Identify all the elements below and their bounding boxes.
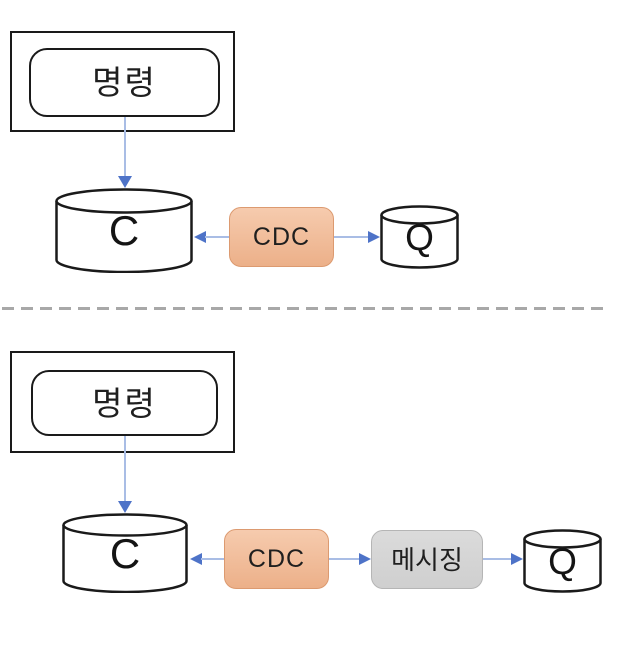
database-c-cylinder-bottom [62,513,188,593]
command-label-top: 명령 [92,64,157,101]
database-q-cylinder-top [380,205,459,269]
database-q-label-top: Q [405,216,434,258]
messaging-label-bottom: 메시징 [391,544,463,575]
arrowhead-left-icon [190,553,202,565]
command-label-bottom: 명령 [92,384,157,422]
arrowhead-right-icon [368,231,380,243]
database-c-label-bottom: C [109,530,141,577]
arrowhead-right-icon [511,553,523,565]
cdc-label-bottom: CDC [247,544,306,573]
arrow-line [205,235,229,239]
arrow-line [123,436,127,501]
arrow-line [483,557,512,561]
cdc-label-top: CDC [252,222,311,251]
cdc-box-bottom: CDC [224,529,329,589]
arrowhead-right-icon [359,553,371,565]
arrowhead-left-icon [194,231,206,243]
database-c-label-top: C [108,207,140,254]
database-c-cylinder-top [55,188,193,273]
database-q-label-bottom: Q [548,540,577,582]
messaging-box-bottom: 메시징 [371,530,483,589]
arrow-line [201,557,224,561]
command-box-bottom: 명령 [31,370,218,436]
command-box-top: 명령 [29,48,220,117]
arrow-line [334,235,369,239]
arrowhead-down-icon [118,176,132,188]
arrow-line [329,557,360,561]
section-divider [2,307,603,310]
arrow-line [123,117,127,177]
arrowhead-down-icon [118,501,132,513]
cdc-box-top: CDC [229,207,334,267]
database-q-cylinder-bottom [523,529,602,593]
